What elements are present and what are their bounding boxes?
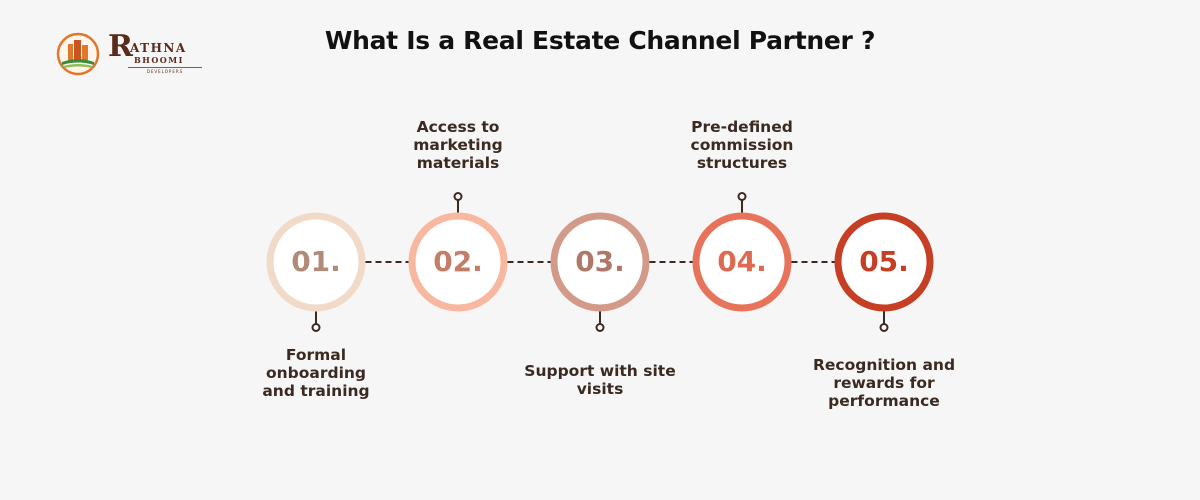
step-connector-dot [453,192,463,201]
step-label: Access to marketing materials [413,118,503,172]
step-connector-dot [311,323,321,332]
logo-subname: BHOOMI [134,55,184,65]
step-connector-dot [879,323,889,332]
page-title: What Is a Real Estate Channel Partner ? [324,26,876,55]
step-number: 04. [717,245,767,278]
step-number: 01. [291,245,341,278]
step-connector-dot [595,323,605,332]
logo-name: ATHNA [130,41,187,55]
step-number: 02. [433,245,483,278]
step-circle [266,212,366,312]
step-number: 05. [859,245,909,278]
step-label: Pre-defined commission structures [690,118,794,172]
step-label: Formal onboarding and training [262,346,370,400]
step-circle [692,212,792,312]
logo-building-icon [56,32,100,76]
company-logo: R ATHNA BHOOMI DEVELOPERS [56,32,206,76]
step-connector-dot [737,192,747,201]
logo-initial: R [108,29,133,64]
step-label: Support with site visits [524,362,676,398]
step-number: 03. [575,245,625,278]
step-circle [408,212,508,312]
step-circle [834,212,934,312]
logo-tagline: DEVELOPERS [128,67,202,74]
step-label: Recognition and rewards for performance [812,356,956,410]
step-circle [550,212,650,312]
